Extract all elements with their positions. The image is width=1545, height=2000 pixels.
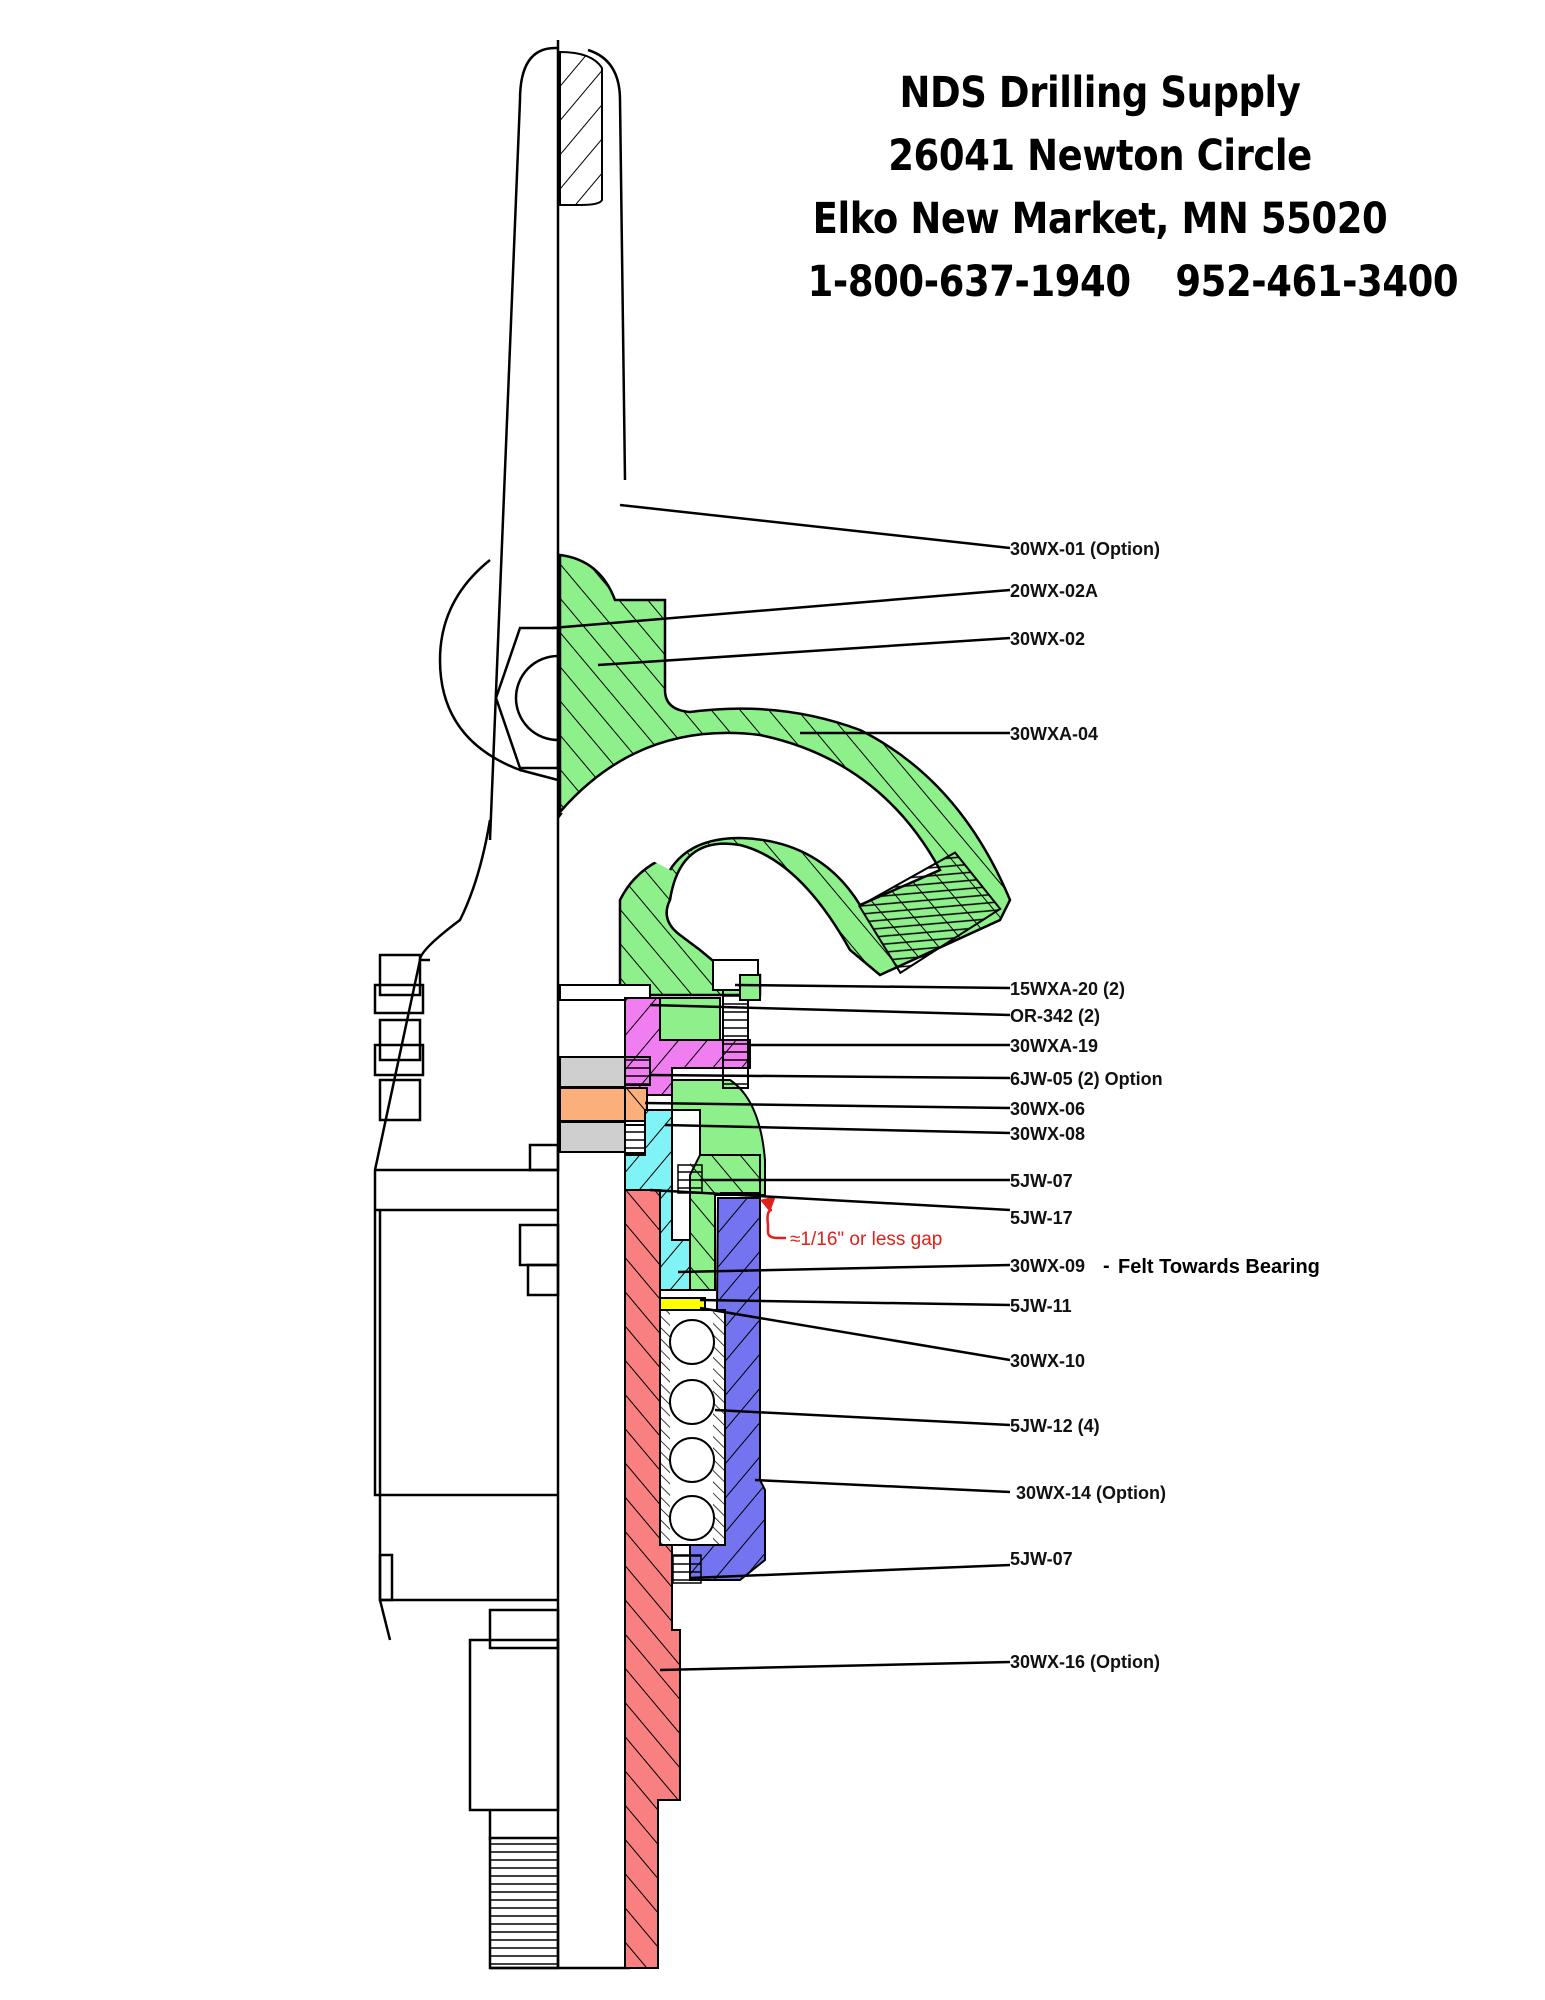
gap-note: ≈1/16" or less gap <box>790 1229 942 1250</box>
part-label: 30WX-09 <box>1010 1256 1085 1276</box>
part-label: 30WX-02 <box>1010 629 1085 649</box>
part-label: OR-342 (2) <box>1010 1006 1100 1026</box>
part-label: 30WX-16 (Option) <box>1010 1652 1160 1672</box>
part-label: 30WXA-19 <box>1010 1036 1098 1056</box>
part-label: 5JW-12 (4) <box>1010 1416 1100 1436</box>
bearing-ball <box>669 1379 715 1425</box>
part-label: 30WX-01 (Option) <box>1010 539 1160 559</box>
part-label: 15WXA-20 (2) <box>1010 979 1125 999</box>
bail-section-hatch <box>559 50 603 206</box>
company-header: NDS Drilling Supply 26041 Newton Circle … <box>760 62 1459 314</box>
felt-dash: - <box>1103 1255 1110 1277</box>
part-label: 30WX-10 <box>1010 1351 1085 1371</box>
part-label: 20WX-02A <box>1010 581 1098 601</box>
company-name: NDS Drilling Supply <box>899 68 1301 118</box>
felt-note: Felt Towards Bearing <box>1118 1256 1320 1278</box>
part-label: 30WX-08 <box>1010 1124 1085 1144</box>
part-labels: 30WX-01 (Option) 20WX-02A 30WX-02 30WXA-… <box>790 539 1320 1672</box>
street-address: 26041 Newton Circle <box>888 131 1312 181</box>
bearing-ball <box>669 1319 715 1365</box>
part-label: 6JW-05 (2) Option <box>1010 1069 1163 1089</box>
bearing-ball <box>669 1495 715 1541</box>
part-label: 30WX-06 <box>1010 1099 1085 1119</box>
phone-tollfree: 1-800-637-1940 <box>807 257 1131 307</box>
phone-numbers: 1-800-637-1940 952-461-3400 <box>807 251 1459 314</box>
gooseneck-part <box>558 553 1012 997</box>
part-label: 5JW-11 <box>1010 1296 1072 1316</box>
gap-note-arrow <box>760 1196 786 1240</box>
bearing-ball <box>669 1437 715 1483</box>
part-label: 30WX-14 (Option) <box>1016 1483 1166 1503</box>
city-state-zip: Elko New Market, MN 55020 <box>812 194 1388 244</box>
inner-parts-stack <box>559 959 766 1969</box>
phone-local: 952-461-3400 <box>1175 257 1459 307</box>
part-label: 5JW-07 <box>1010 1549 1073 1569</box>
part-label: 30WXA-04 <box>1010 724 1098 744</box>
part-label: 5JW-07 <box>1010 1171 1073 1191</box>
leader-lines <box>551 503 1011 1672</box>
outline-left-half <box>373 40 630 1970</box>
part-label: 5JW-17 <box>1010 1208 1073 1228</box>
